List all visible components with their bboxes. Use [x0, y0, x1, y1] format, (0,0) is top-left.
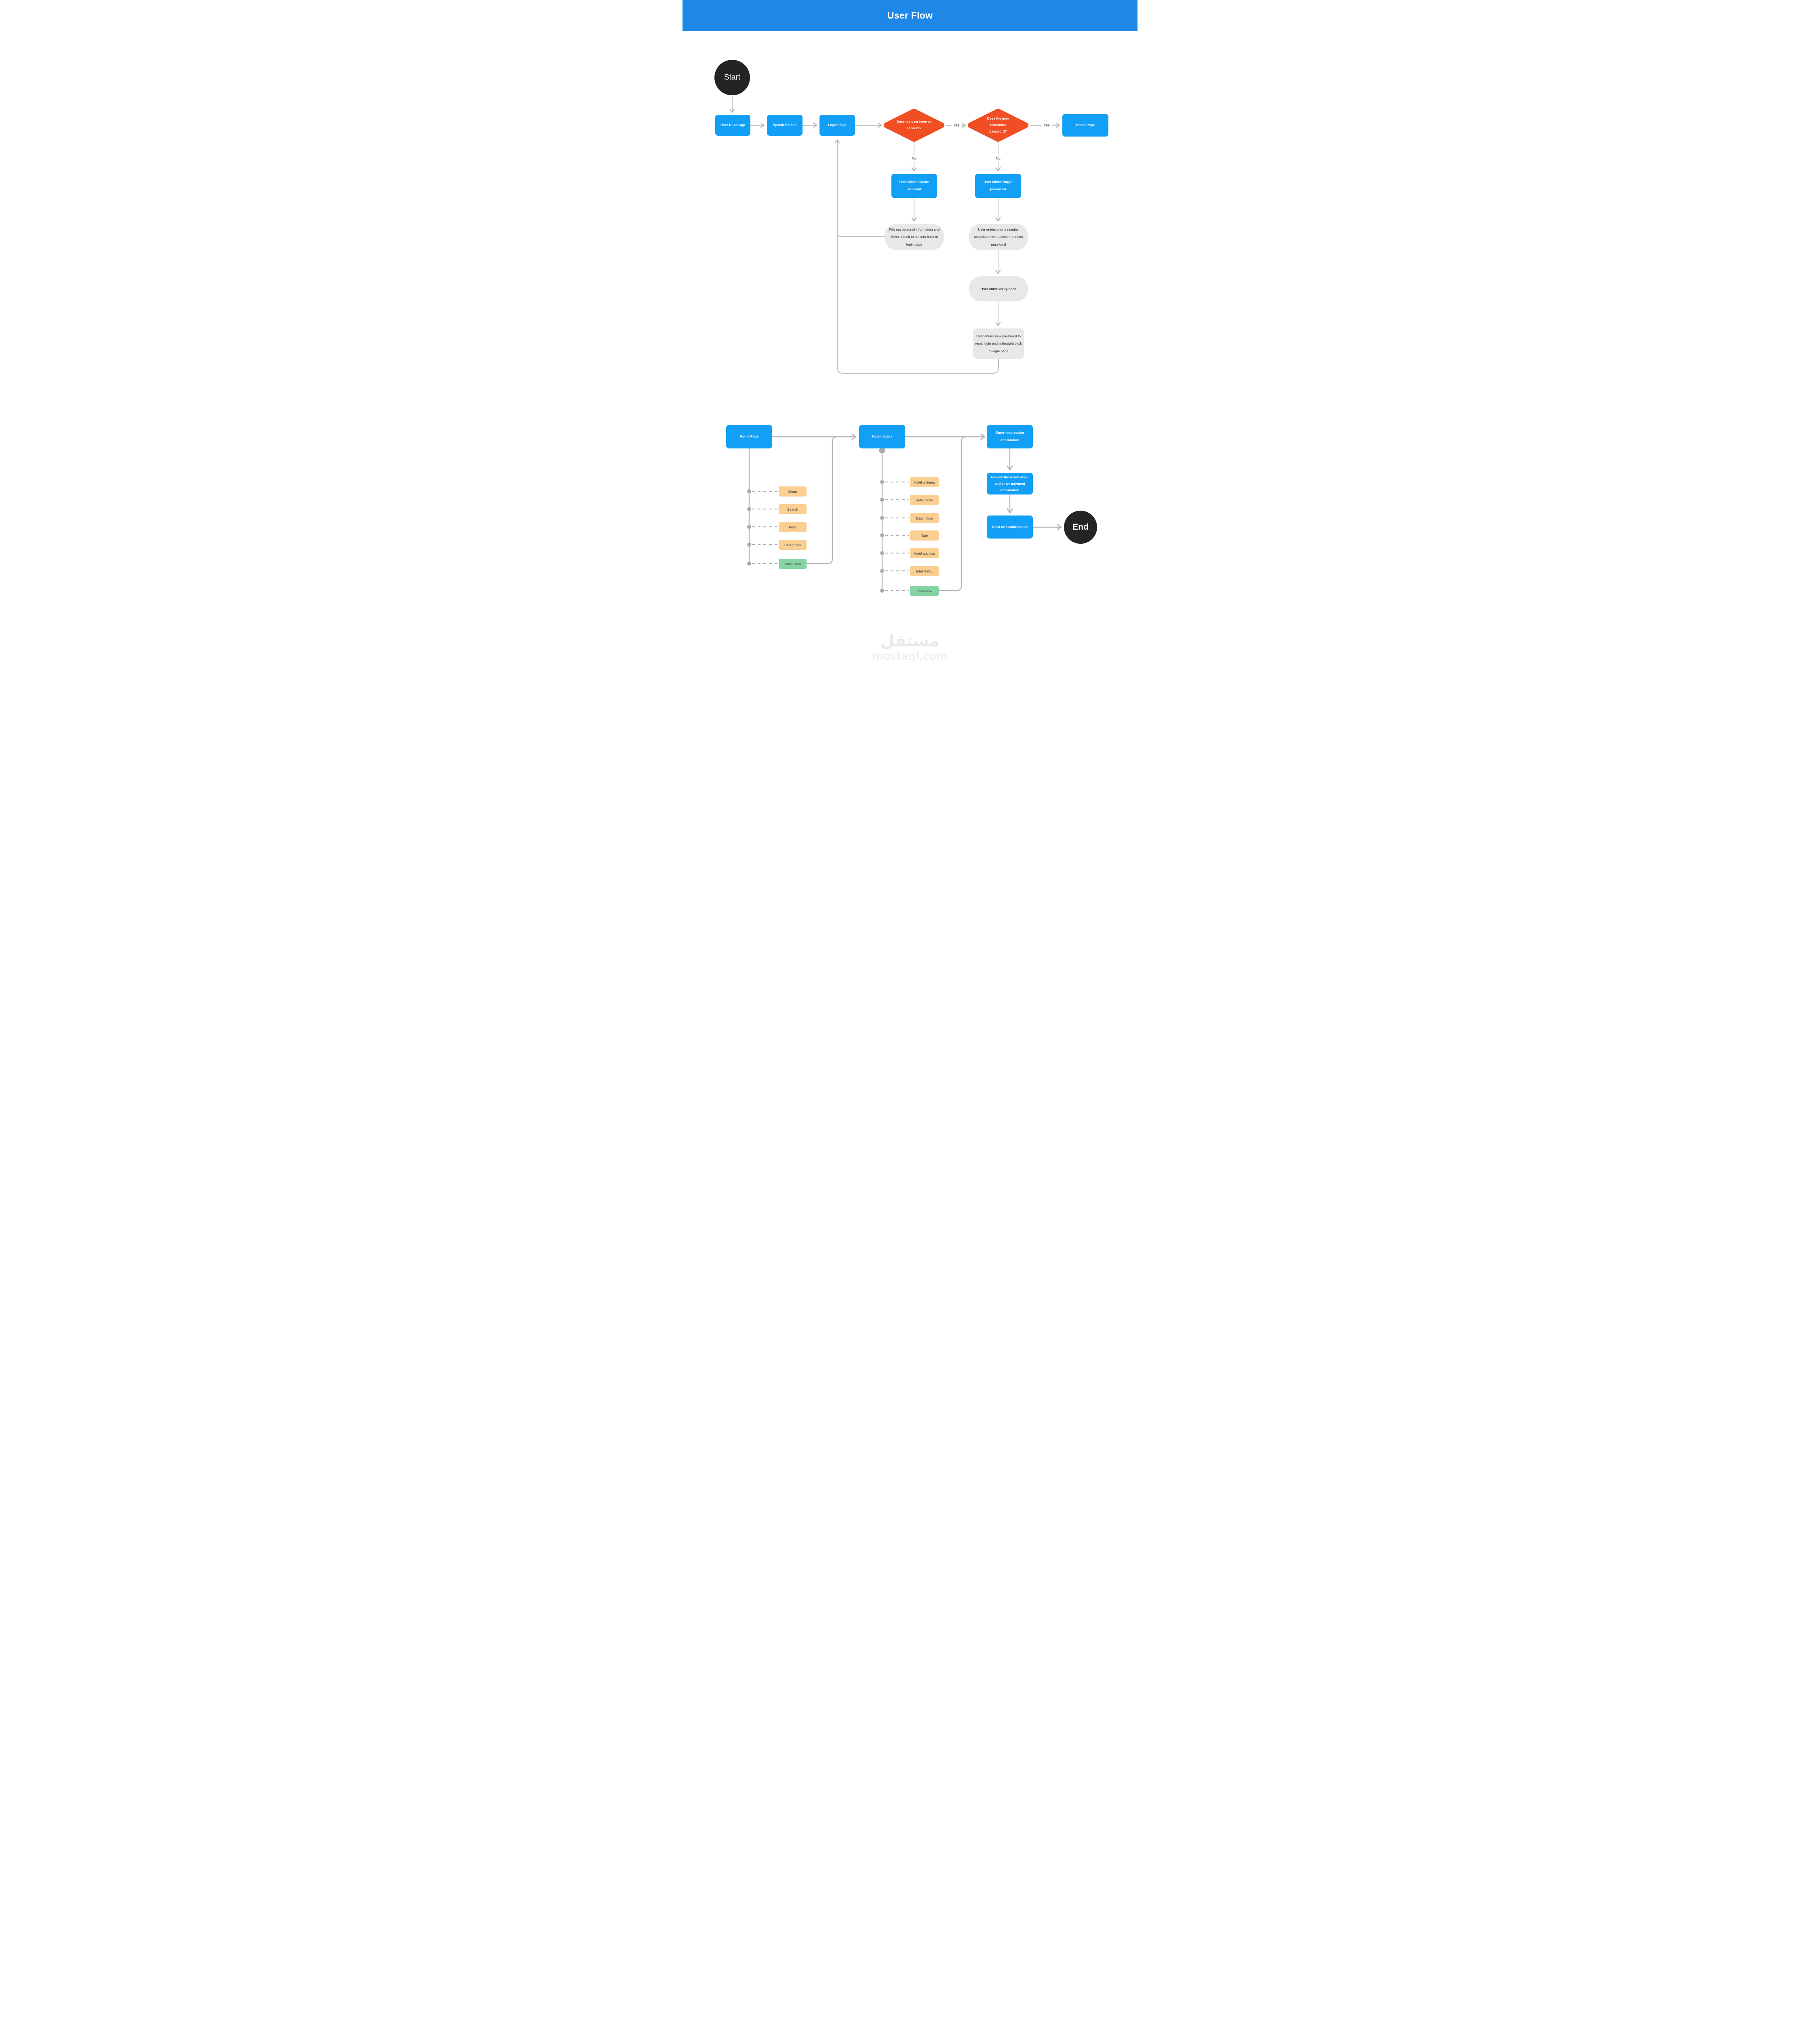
- node-clicks-create-account: User clicks Create Account: [891, 174, 937, 198]
- chip-search: Search: [779, 504, 807, 514]
- chip-label: Rate: [921, 533, 928, 538]
- node-label: Click on Confirmation: [992, 524, 1028, 529]
- chip-label: Search: [787, 507, 798, 511]
- connector-newpass-loop-to-login: [834, 139, 999, 374]
- edge-label-yes-1: Yes: [951, 123, 962, 128]
- edge-label-no-1: No: [910, 156, 918, 161]
- chip-hotel-pictures: Hotel pictures: [910, 477, 939, 487]
- chip-hotel-card: Hotel Card: [779, 559, 807, 569]
- node-home-page-2: Home Page: [726, 425, 772, 448]
- node-label: Hotel details: [872, 434, 893, 439]
- chip-label: Description: [916, 516, 933, 520]
- branch-dots: [747, 447, 885, 593]
- chip-hotel-name: Hotel name: [910, 495, 939, 505]
- diamond-label-remember-password: Does the user remember password?: [974, 109, 1022, 141]
- end-node: End: [1064, 511, 1097, 544]
- chip-label: Categories: [784, 543, 801, 547]
- node-clicks-forgot-password: User clicks forgot password: [975, 174, 1021, 198]
- start-node: Start: [714, 60, 750, 95]
- chip-book-now: Book Now: [910, 586, 939, 596]
- node-click-confirmation: Click on Confirmation: [987, 516, 1033, 539]
- note-text: User enters phone number associated with…: [974, 227, 1023, 246]
- node-label: Login Page: [828, 123, 847, 127]
- chip-description: Description: [910, 513, 939, 523]
- note-text: User enter verify code: [980, 286, 1017, 291]
- node-enter-reservation: Enter reservation information: [987, 425, 1033, 448]
- edge-label-yes-2: Yes: [1041, 123, 1052, 128]
- node-user-runs-app: User Runs App: [715, 115, 750, 136]
- diamond-label-has-account: Does the user have an account?: [890, 109, 938, 141]
- diamond-remember-password: [968, 109, 1028, 142]
- node-splash-screen: Splash Screen: [767, 115, 803, 136]
- node-label: User Runs App: [720, 123, 746, 127]
- chip-label: Hotel address: [914, 551, 935, 556]
- chip-menu: Menu: [779, 486, 807, 497]
- header-bar: User Flow: [682, 0, 1138, 31]
- note-enters-new-password: User enters new password to reset login …: [973, 328, 1024, 359]
- diamond-has-account: [884, 109, 944, 142]
- node-label: Home Page: [739, 434, 759, 439]
- node-label: Home Page: [1076, 123, 1095, 127]
- user-flow-diagram: User Flow: [682, 0, 1138, 677]
- note-text: Fills out personal information and click…: [889, 227, 940, 246]
- start-label: Start: [724, 73, 741, 82]
- end-label: End: [1072, 522, 1089, 532]
- chip-rate: Rate: [910, 530, 939, 541]
- chip-label: Filter: [789, 525, 796, 529]
- node-hotel-details: Hotel details: [859, 425, 905, 448]
- chip-filter: Filter: [779, 522, 807, 532]
- chip-hotel-features: Hotel featu...: [910, 566, 939, 576]
- edge-label-no-2: No: [994, 156, 1003, 161]
- connector-fillsout-loop-join: [837, 231, 885, 237]
- chip-label: Book Now: [916, 589, 932, 593]
- chip-label: Hotel pictures: [914, 480, 935, 484]
- chip-categories: Categories: [779, 540, 807, 550]
- note-text: User enters new password to reset login …: [975, 334, 1022, 353]
- note-enter-verify-code: User enter verify code: [969, 276, 1028, 301]
- note-enters-phone: User enters phone number associated with…: [969, 224, 1028, 250]
- note-fills-out-info: Fills out personal information and click…: [885, 224, 944, 250]
- chip-label: Hotel featu...: [914, 569, 934, 573]
- node-home-page-1: Home Page: [1062, 114, 1108, 137]
- chip-label: Menu: [788, 489, 797, 494]
- node-label: Splash Screen: [773, 123, 797, 127]
- chip-label: Hotel name: [915, 498, 933, 502]
- diamond-question: Does the user remember password?: [987, 117, 1009, 133]
- chip-hotel-address: Hotel address: [910, 548, 939, 558]
- node-label: Enter reservation information: [996, 431, 1024, 442]
- node-label: Review the reservation and enter payment…: [991, 475, 1029, 492]
- node-login-page: Login Page: [819, 115, 855, 136]
- page-title: User Flow: [887, 10, 933, 21]
- node-review-reservation: Review the reservation and enter payment…: [987, 473, 1033, 494]
- connector-hotelcard-merge: [806, 436, 838, 564]
- diamond-question: Does the user have an account?: [896, 120, 932, 130]
- connector-booknow-merge: [938, 436, 967, 591]
- node-label: User clicks Create Account: [899, 180, 929, 191]
- chip-label: Hotel Card: [784, 562, 801, 566]
- node-label: User clicks forgot password: [984, 180, 1013, 191]
- dashed-branches: [752, 481, 909, 591]
- decision-diamonds: [884, 109, 1028, 142]
